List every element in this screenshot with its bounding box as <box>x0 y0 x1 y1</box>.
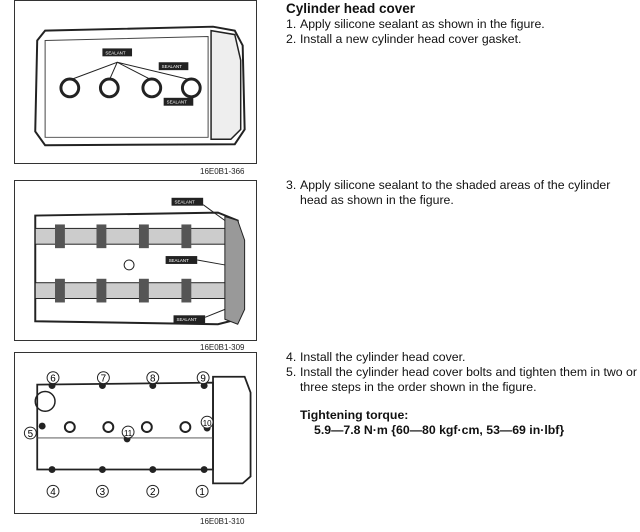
steps-1-2: 1.Apply silicone sealant as shown in the… <box>286 17 545 47</box>
bolt-number: 7 <box>101 374 106 385</box>
sealant-label: SEALANT <box>167 100 188 105</box>
bolt-number: 9 <box>200 374 206 385</box>
figure-id: 16E0B1-366 <box>200 167 245 176</box>
torque-value: 5.9—7.8 N·m {60—80 kgf·cm, 53—69 in·lbf} <box>314 423 565 437</box>
step-3: 3.Apply silicone sealant to the shaded a… <box>286 178 636 208</box>
sealant-label: SEALANT <box>162 64 183 69</box>
sealant-label: SEALANT <box>175 200 196 205</box>
sealant-label: SEALANT <box>169 258 190 263</box>
bolt-number: 6 <box>50 374 56 385</box>
bolt-number: 5 <box>28 429 34 440</box>
step-number: 2. <box>286 32 297 46</box>
bolt-number: 11 <box>124 429 132 438</box>
bolt-number: 4 <box>50 487 56 498</box>
bolt-number: 3 <box>100 487 106 498</box>
torque-label: Tightening torque: <box>300 408 409 422</box>
step-number: 5. <box>286 365 297 379</box>
bolt-number: 8 <box>150 374 156 385</box>
bolt-number: 1 <box>199 487 204 498</box>
sealant-label: SEALANT <box>105 50 126 55</box>
step-text: Apply silicone sealant as shown in the f… <box>300 17 545 31</box>
cylinder-head-diagram: SEALANT SEALANT SEALANT <box>34 197 246 326</box>
step-text: Install the cylinder head cover bolts an… <box>300 365 637 394</box>
steps-4-5: 4.Install the cylinder head cover. 5.Ins… <box>286 350 640 395</box>
figure-bolt-order: 1 2 3 4 5 6 7 8 9 10 11 <box>14 352 257 514</box>
torque-spec: Tightening torque: 5.9—7.8 N·m {60—80 kg… <box>300 408 564 438</box>
step-text: Install a new cylinder head cover gasket… <box>300 32 522 46</box>
figure-id: 16E0B1-310 <box>200 517 245 526</box>
bolt-number: 10 <box>203 419 212 428</box>
step-text: Apply silicone sealant to the shaded are… <box>300 178 611 207</box>
step-text: Install the cylinder head cover. <box>300 350 466 364</box>
section-title: Cylinder head cover <box>286 1 416 16</box>
step-number: 1. <box>286 17 297 31</box>
sealant-label: SEALANT <box>176 317 197 322</box>
bolt-number: 2 <box>150 487 155 498</box>
figure-id: 16E0B1-309 <box>200 343 245 352</box>
step-number: 4. <box>286 350 297 364</box>
figure-cover-sealant: SEALANT SEALANT SEALANT <box>14 0 257 164</box>
figure-head-sealant: SEALANT SEALANT SEALANT <box>14 180 257 341</box>
step-number: 3. <box>286 178 297 192</box>
cover-gasket-diagram: SEALANT SEALANT SEALANT <box>34 25 246 147</box>
bolt-tightening-diagram: 1 2 3 4 5 6 7 8 9 10 11 <box>23 371 252 498</box>
